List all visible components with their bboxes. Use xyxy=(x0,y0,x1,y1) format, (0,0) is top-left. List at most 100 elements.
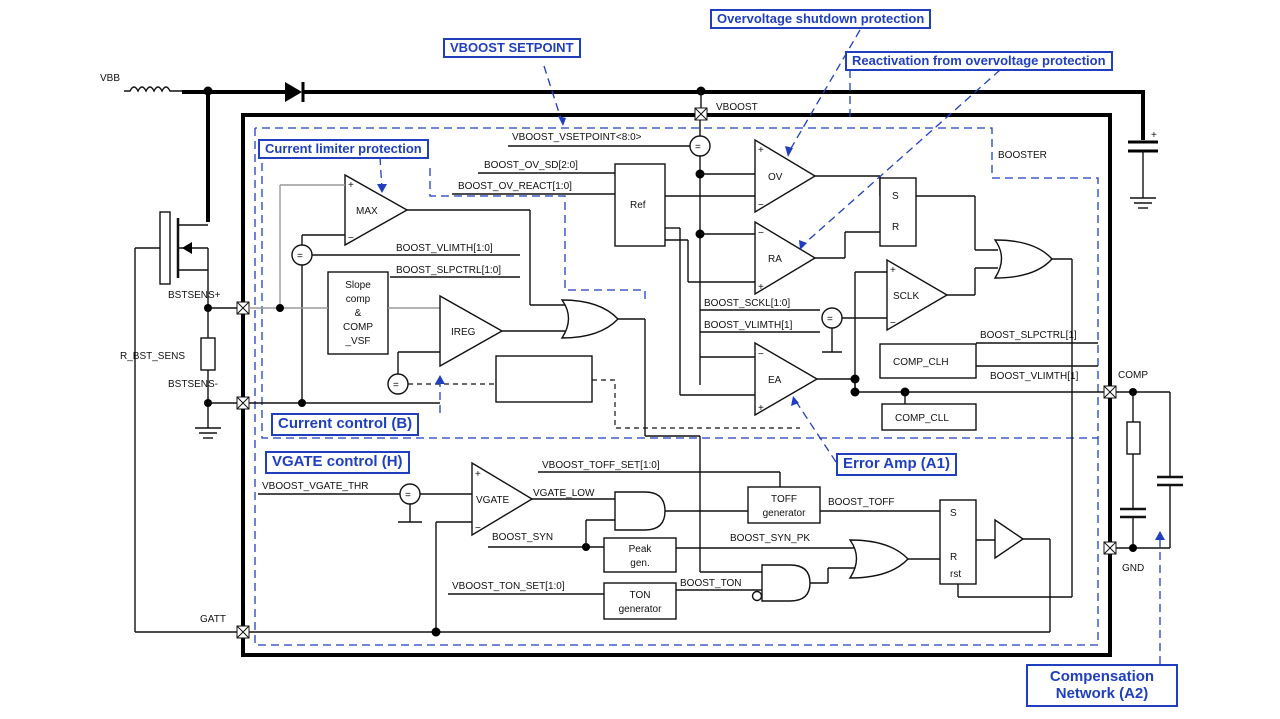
current-control-block xyxy=(495,355,593,403)
pin-comp-label: COMP xyxy=(1118,370,1148,381)
callout-vgate-control-text: VGATE control (H) xyxy=(272,453,403,470)
ireg-label: IREG xyxy=(451,327,476,338)
callout-compensation-line2: Network (A2) xyxy=(1055,684,1149,702)
vgate-label: VGATE xyxy=(476,495,509,506)
sig-boost-syn: BOOST_SYN xyxy=(492,532,553,543)
vgate-comparator xyxy=(471,461,534,537)
callout-compensation-line1: Compensation xyxy=(1049,668,1155,685)
sig-boost-ov-sd: BOOST_OV_SD[2:0] xyxy=(484,160,578,171)
svg-text:+: + xyxy=(475,469,481,480)
svg-text:=: = xyxy=(297,251,303,262)
compensation-network: COMP GND xyxy=(1116,370,1183,574)
callout-compensation-network: Compensation Network (A2) xyxy=(1026,664,1178,707)
sclk-comparator xyxy=(886,258,949,332)
pin-bstsens-plus-label: BSTSENS+ xyxy=(168,290,221,301)
junction-dot xyxy=(696,86,706,96)
slope-comp-block xyxy=(327,271,389,355)
booster-region-outline xyxy=(255,127,1099,439)
output-capacitor: + xyxy=(1128,130,1158,209)
junction-dot xyxy=(203,86,213,96)
toff-gen-line1: TOFF xyxy=(771,494,797,505)
or-gate-shutdown xyxy=(993,239,1053,279)
sig-boost-slpctrl: BOOST_SLPCTRL[1:0] xyxy=(396,265,501,276)
toff-gen-line2: generator xyxy=(763,508,806,519)
callout-current-control: Current control (B) xyxy=(271,413,420,436)
error-amplifier xyxy=(754,341,819,417)
power-path: VBB + VBOOST xyxy=(100,73,1158,633)
svg-text:+: + xyxy=(1151,130,1157,141)
sr-rst-label: rst xyxy=(950,569,961,580)
ov-label: OV xyxy=(768,172,783,183)
callout-overvoltage-shutdown: Overvoltage shutdown protection xyxy=(710,9,932,30)
pin-gnd-label: GND xyxy=(1122,563,1144,574)
sig-vboost-vgate-thr: VBOOST_VGATE_THR xyxy=(262,481,369,492)
or-gate-current xyxy=(560,299,619,339)
toff-generator xyxy=(747,486,821,524)
sig-boost-toff: BOOST_TOFF xyxy=(828,497,895,508)
sr-s-label: S xyxy=(950,508,957,519)
peak-gen-line2: gen. xyxy=(630,558,649,569)
sig-boost-syn-pk: BOOST_SYN_PK xyxy=(730,533,810,544)
ton-generator xyxy=(603,582,677,620)
comp-clh-label: COMP_CLH xyxy=(893,357,949,368)
callout-error-amp: Error Amp (A1) xyxy=(836,453,957,476)
pin-vbb-label: VBB xyxy=(100,73,120,84)
comp-cll-block xyxy=(881,403,977,431)
sig-boost-sclk: BOOST_SCKL[1:0] xyxy=(704,298,790,309)
svg-text:+: + xyxy=(758,403,764,414)
boost-mosfet xyxy=(134,211,243,633)
sense-resistor xyxy=(200,337,216,371)
callout-current-limiter: Current limiter protection xyxy=(258,139,429,160)
svg-text:−: − xyxy=(348,233,354,244)
slope-comp-line5: _VSF xyxy=(344,336,370,347)
inductor xyxy=(124,86,182,93)
sig-vboost-vsetpoint: VBOOST_VSETPOINT<8:0> xyxy=(512,132,642,143)
ea-label: EA xyxy=(768,375,782,386)
sig-boost-vlimth1-b: BOOST_VLIMTH[1] xyxy=(990,371,1079,382)
slope-comp-line3: & xyxy=(355,308,362,319)
ton-gen-line1: TON xyxy=(630,590,651,601)
ic-pins xyxy=(236,107,1117,639)
callout-reactivation-text: Reactivation from overvoltage protection xyxy=(852,53,1106,68)
sr-r-label: R xyxy=(950,552,957,563)
sig-boost-ov-react: BOOST_OV_REACT[1:0] xyxy=(458,181,572,192)
callout-leaders xyxy=(377,29,1165,664)
callout-vboost-setpoint: VBOOST SETPOINT xyxy=(443,38,581,59)
sig-boost-vlimth: BOOST_VLIMTH[1:0] xyxy=(396,243,493,254)
latch-s-label: S xyxy=(892,191,899,202)
svg-text:−: − xyxy=(758,228,764,239)
ton-gen-line2: generator xyxy=(619,604,662,615)
comp-clh-block xyxy=(879,343,977,379)
svg-text:−: − xyxy=(758,349,764,360)
max-label: MAX xyxy=(356,206,378,217)
booster-label: BOOSTER xyxy=(998,150,1047,161)
callout-vboost-setpoint-text: VBOOST SETPOINT xyxy=(450,40,574,55)
and-gate-vgate xyxy=(614,491,666,531)
gate-driver-buffer xyxy=(994,518,1025,560)
latch-r-label: R xyxy=(892,222,899,233)
gate-sr-latch xyxy=(939,499,977,585)
and-gate-ton xyxy=(761,564,811,602)
ground-symbol xyxy=(195,427,221,439)
callout-vgate-control: VGATE control (H) xyxy=(265,451,410,474)
sclk-label: SCLK xyxy=(893,291,919,302)
sig-boost-slpctrl1: BOOST_SLPCTRL[1] xyxy=(980,330,1077,341)
max-comparator xyxy=(344,173,409,247)
comp-cll-label: COMP_CLL xyxy=(895,413,949,424)
pin-vboost-label: VBOOST xyxy=(716,102,758,113)
svg-text:+: + xyxy=(348,180,354,191)
peak-generator xyxy=(603,537,677,573)
ic-boundary xyxy=(241,113,1112,657)
svg-text:+: + xyxy=(758,282,764,293)
sig-boost-ton: BOOST_TON xyxy=(680,578,742,589)
svg-text:−: − xyxy=(758,200,764,211)
ireg-comparator xyxy=(439,294,504,368)
ref-label: Ref xyxy=(630,200,646,211)
sig-boost-vlimth1: BOOST_VLIMTH[1] xyxy=(704,320,793,331)
callout-overvoltage-shutdown-text: Overvoltage shutdown protection xyxy=(717,11,925,26)
ra-label: RA xyxy=(768,254,782,265)
ref-block xyxy=(614,163,666,247)
svg-text:−: − xyxy=(890,318,896,329)
peak-gen-line1: Peak xyxy=(629,544,653,555)
